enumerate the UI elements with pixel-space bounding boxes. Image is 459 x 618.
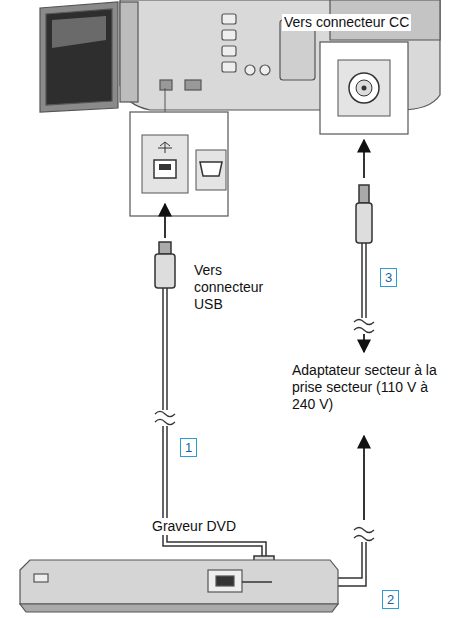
callout-number: 2 — [382, 590, 399, 609]
callout-number: 3 — [380, 268, 397, 287]
dvd-burner — [20, 560, 338, 612]
usb-cable — [155, 204, 274, 568]
dc-cable — [354, 140, 374, 352]
part-label: Graveur DVD — [150, 518, 238, 535]
part-label: Adaptateur secteur à la prise secteur (1… — [290, 362, 454, 413]
part-label: Vers connecteur USB — [192, 262, 288, 313]
part-label: Vers connecteur CC — [282, 14, 411, 31]
dc-inset — [320, 42, 408, 134]
callout-text: 2 — [387, 592, 394, 607]
usb-inset — [130, 88, 228, 216]
callout-text: 1 — [185, 440, 192, 455]
callout-number: 1 — [180, 438, 197, 457]
callout-text: 3 — [385, 270, 392, 285]
